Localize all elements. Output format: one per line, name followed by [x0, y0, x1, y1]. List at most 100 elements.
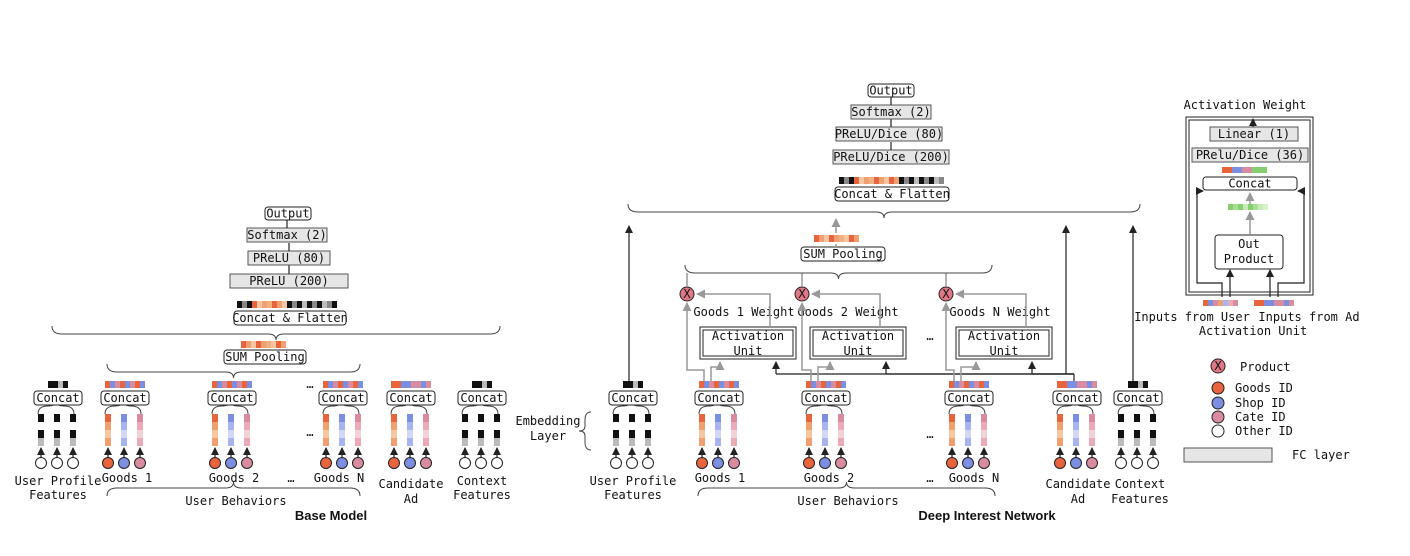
din-feature-group-3-embedding: [981, 414, 987, 422]
base-flattened-vector: [307, 301, 312, 308]
din-concat-output-3: [959, 381, 964, 388]
din-feature-group-1-embedding: [699, 422, 705, 430]
din-concat-flatten-box: [834, 186, 950, 202]
din-weight-to-product-2: [955, 289, 1027, 327]
base-feature-group-2-embedding: [228, 414, 234, 422]
base-context-label-2: Features: [453, 488, 511, 502]
au-outproduct-vector: [1248, 204, 1253, 210]
din-goodsN-label: Goods N: [949, 471, 1000, 485]
au-prelu-box: [1191, 147, 1309, 163]
din-concat-output-1: [714, 381, 719, 388]
din-concat-output-4: [1067, 381, 1072, 388]
din-concat-output-1: [729, 381, 734, 388]
au-ad-input-vector: [1264, 300, 1269, 306]
base-feature-group-3-embedding: [355, 430, 361, 438]
din-feature-group-4-embedding: [1057, 414, 1063, 422]
au-user-input-vector: [1233, 300, 1238, 306]
din-feature-group-2-embedding: [822, 438, 828, 446]
din-concat-output-4: [1092, 381, 1097, 388]
din-flattened-vector: [934, 177, 939, 184]
din-feature-group-2-embedding: [806, 414, 812, 422]
base-pooled-vector: [271, 341, 276, 348]
base-flattened-vector: [267, 301, 272, 308]
base-feature-group-1-embedding: [105, 414, 111, 422]
din-feature-group-0-embedding: [645, 438, 651, 446]
base-concat-output-4: [426, 381, 431, 388]
din-flattened-vector: [879, 177, 884, 184]
din-feature-group-2-id-node: [803, 457, 815, 469]
base-concat-output-1: [140, 381, 145, 388]
din-feature-group-3-embedding: [965, 414, 971, 422]
base-concat-output-3: [353, 381, 358, 388]
base-feature-group-3-id-node: [336, 457, 348, 469]
din-feature-group-0-embedding: [645, 430, 651, 438]
din-concat-box-1-label: Concat: [697, 391, 740, 405]
base-flattened-vector: [282, 301, 287, 308]
base-feature-group-4-embedding: [423, 430, 429, 438]
din-concat-output-1: [704, 381, 709, 388]
din-activation-unit-label2-0: Unit: [734, 344, 763, 358]
base-feature-group-1-embedding: [105, 438, 111, 446]
din-concat-output-2: [831, 381, 836, 388]
au-user-input-vector: [1223, 300, 1228, 306]
base-feature-group-5-id-node: [459, 457, 471, 469]
base-concat-output-1: [105, 381, 110, 388]
au-concat-box: [1202, 176, 1298, 191]
din-concat-box-2: [801, 390, 851, 406]
din-feature-group-5-embedding: [1134, 438, 1140, 446]
base-feature-group-3-embedding: [355, 422, 361, 430]
base-pooled-vector: [281, 341, 286, 348]
base-flattened-vector: [262, 301, 267, 308]
base-feature-group-1-embedding: [137, 414, 143, 422]
din-feature-group-4-embedding: [1089, 438, 1095, 446]
din-weight-to-product-1: [811, 289, 881, 327]
base-output-box: [264, 206, 312, 221]
din-pooled-vector: [824, 235, 829, 242]
din-feature-group-4-id-node: [1054, 457, 1066, 469]
din-pooled-vector: [829, 235, 834, 242]
din-concat-output-3: [969, 381, 974, 388]
base-goods1-label: Goods 1: [102, 471, 153, 485]
din-feature-group-5-id-node: [1131, 457, 1143, 469]
base-model-caption: Base Model: [295, 508, 367, 523]
din-flattened-vector: [839, 177, 844, 184]
base-context-label: Context: [457, 474, 508, 488]
din-feature-group-4-embedding: [1073, 430, 1079, 438]
base-concat-output-3: [323, 381, 328, 388]
din-user-profile-label-2: Features: [604, 488, 662, 502]
din-concat-output-5: [1133, 381, 1138, 388]
au-ad-input-vector: [1269, 300, 1274, 306]
au-outproduct-vector: [1238, 204, 1243, 210]
base-feature-group-1-embedding: [137, 430, 143, 438]
base-flattened-vector: [327, 301, 332, 308]
din-feature-group-2-embedding: [838, 414, 844, 422]
din-feature-group-4-embedding: [1057, 430, 1063, 438]
din-prelu200-box-label: PReLU/Dice (200): [833, 150, 949, 164]
din-feature-group-3-embedding: [965, 422, 971, 430]
base-flattened-vector: [292, 301, 297, 308]
base-feature-group-3-embedding: [339, 422, 345, 430]
base-feature-group-0-embedding: [38, 414, 44, 422]
base-user-profile-label: User Profile: [15, 474, 102, 488]
base-feature-group-3-id-node: [352, 457, 364, 469]
base-feature-group-2-embedding: [244, 422, 250, 430]
din-user-profile-label: User Profile: [590, 474, 677, 488]
au-outproduct-vector: [1263, 204, 1268, 210]
din-flattened-vector: [904, 177, 909, 184]
din-feature-group-2-embedding: [822, 430, 828, 438]
din-feature-group-5-embedding: [1150, 438, 1156, 446]
din-product-node-0: [679, 286, 695, 302]
base-feature-group-4-id-node: [388, 457, 400, 469]
din-behavior-to-product-2: [941, 302, 955, 381]
din-feature-group-4-embedding: [1073, 422, 1079, 430]
din-concat-output-0: [633, 381, 638, 388]
base-feature-group-2-embedding: [244, 430, 250, 438]
au-outproduct-vector: [1253, 204, 1258, 210]
base-concat-output-3: [338, 381, 343, 388]
din-feature-group-3-embedding: [949, 422, 955, 430]
din-concat-output-5: [1128, 381, 1133, 388]
au-ad-input-vector: [1274, 300, 1279, 306]
base-concat-box-4-label: Concat: [389, 391, 432, 405]
din-sum-pooling-box: [800, 246, 886, 262]
